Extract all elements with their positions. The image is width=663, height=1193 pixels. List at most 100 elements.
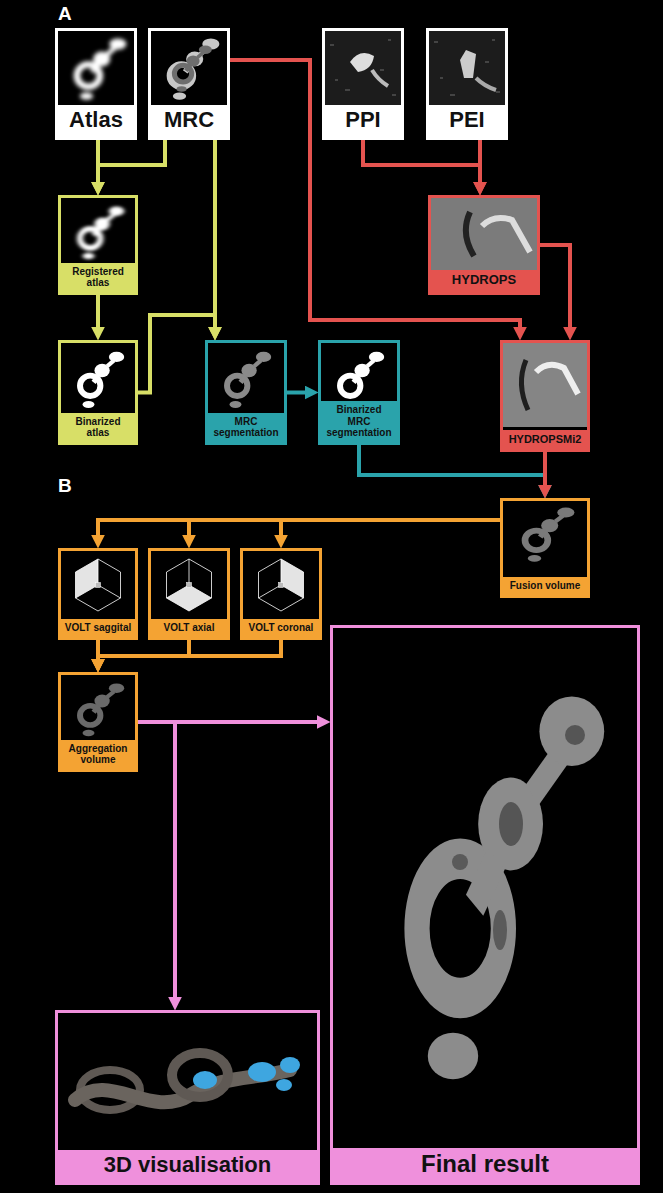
image-box: Binarized atlas [58, 340, 138, 445]
panel-letter-box: A [58, 4, 72, 24]
canal-tube [172, 1053, 228, 1097]
box-label: PPI [328, 108, 398, 133]
flow-arrow [213, 140, 217, 328]
label-band: VOLT coronal [243, 619, 319, 637]
shaded-face [281, 559, 304, 598]
image-area [61, 675, 135, 740]
image-area [243, 551, 319, 619]
volt-coronal-icon [259, 559, 304, 611]
hydrops-blob [193, 1071, 217, 1089]
hydrops-bright [482, 218, 530, 252]
image-area [61, 198, 135, 263]
image-area [151, 31, 227, 105]
box-label: Fusion volume [506, 580, 584, 591]
flow-arrow [138, 722, 175, 998]
flow-arrow [98, 520, 500, 536]
label-band: HYDROPS [431, 270, 537, 292]
box-label: 3D visualisation [61, 1153, 314, 1178]
image-area [325, 31, 401, 105]
hydrops-blob [276, 1079, 292, 1091]
image-box: VOLT coronal [240, 548, 322, 640]
image-box: HYDROPSMi2 [500, 340, 590, 452]
image-area [503, 343, 587, 430]
atlas-image [77, 38, 126, 99]
box-label: VOLT coronal [246, 622, 316, 633]
hydropsmi2-dark [521, 360, 528, 410]
image-box: Registered atlas [58, 195, 138, 295]
image-box: Fusion volume [500, 498, 590, 598]
label-band: Atlas [58, 105, 134, 137]
image-box: PPI [322, 28, 404, 140]
image-area [151, 551, 227, 619]
label-band: PEI [429, 105, 505, 137]
box-label: MRC [154, 108, 224, 133]
ppi-signal [350, 53, 374, 72]
image-box: Final result [330, 625, 640, 1185]
panel-letter: A [58, 3, 72, 24]
box-label: HYDROPSMi2 [506, 433, 584, 445]
box-label: HYDROPS [434, 273, 534, 288]
image-area [503, 501, 587, 577]
hydrops-blob [248, 1062, 276, 1082]
hydrops-spot [493, 910, 507, 950]
label-band: MRC segmentation [208, 413, 284, 442]
hydrops-image [431, 198, 537, 272]
mrc-image-detail [174, 46, 211, 92]
hydropsmi2-image [503, 343, 587, 427]
image-area [58, 31, 134, 105]
shaded-face [167, 585, 212, 611]
ppi-signal [372, 70, 388, 86]
shaded-face [76, 559, 99, 598]
flow-arrow [189, 520, 500, 536]
box-label: Aggregation volume [64, 743, 132, 765]
hydrops-spot [565, 725, 585, 745]
label-band: PPI [325, 105, 401, 137]
image-area [61, 551, 135, 619]
pei-signal [476, 78, 496, 90]
flow-arrow [363, 140, 480, 183]
box-label: Atlas [61, 108, 131, 133]
fusion-image [525, 508, 574, 562]
image-box: MRC [148, 28, 230, 140]
image-area [61, 343, 135, 413]
label-band: 3D visualisation [58, 1150, 317, 1182]
image-box: Aggregation volume [58, 672, 138, 772]
hydrops-spot [499, 802, 523, 846]
hydrops-spot [452, 854, 468, 870]
label-band: Binarized MRC segmentation [321, 401, 397, 442]
label-band: Final result [333, 1148, 637, 1182]
cube [259, 559, 304, 611]
flow-arrow [98, 140, 165, 183]
box-label: Binarized MRC segmentation [324, 404, 394, 438]
box-label: Registered atlas [64, 266, 132, 288]
cube [76, 559, 121, 611]
flow-arrow [138, 315, 215, 393]
image-box: VOLT saggital [58, 548, 138, 640]
box-label: PEI [432, 108, 502, 133]
label-band: Registered atlas [61, 263, 135, 292]
box-label: Binarized atlas [64, 416, 132, 438]
image-area [429, 31, 505, 105]
final-image [417, 696, 604, 1079]
flow-arrow [98, 640, 281, 660]
image-box: 3D visualisation [55, 1010, 320, 1185]
render-3d [75, 1053, 300, 1110]
mrc-image [170, 38, 219, 99]
binarized-segmentation-image [340, 352, 384, 408]
image-area [431, 198, 537, 270]
flow-arrow [543, 452, 547, 486]
image-area [208, 343, 284, 413]
box-label: VOLT axial [154, 622, 224, 633]
pei-signal [460, 50, 476, 78]
box-label: VOLT saggital [64, 622, 132, 633]
pei-image [429, 31, 505, 106]
flow-arrow [478, 140, 482, 183]
hydropsmi2-bright [536, 365, 578, 394]
image-area [58, 1013, 317, 1150]
image-box: Binarized MRC segmentation [318, 340, 400, 445]
hydrops-blob [280, 1057, 300, 1073]
flow-arrow [281, 520, 500, 536]
label-band: HYDROPSMi2 [503, 430, 587, 449]
binarized-atlas-image [80, 352, 124, 408]
